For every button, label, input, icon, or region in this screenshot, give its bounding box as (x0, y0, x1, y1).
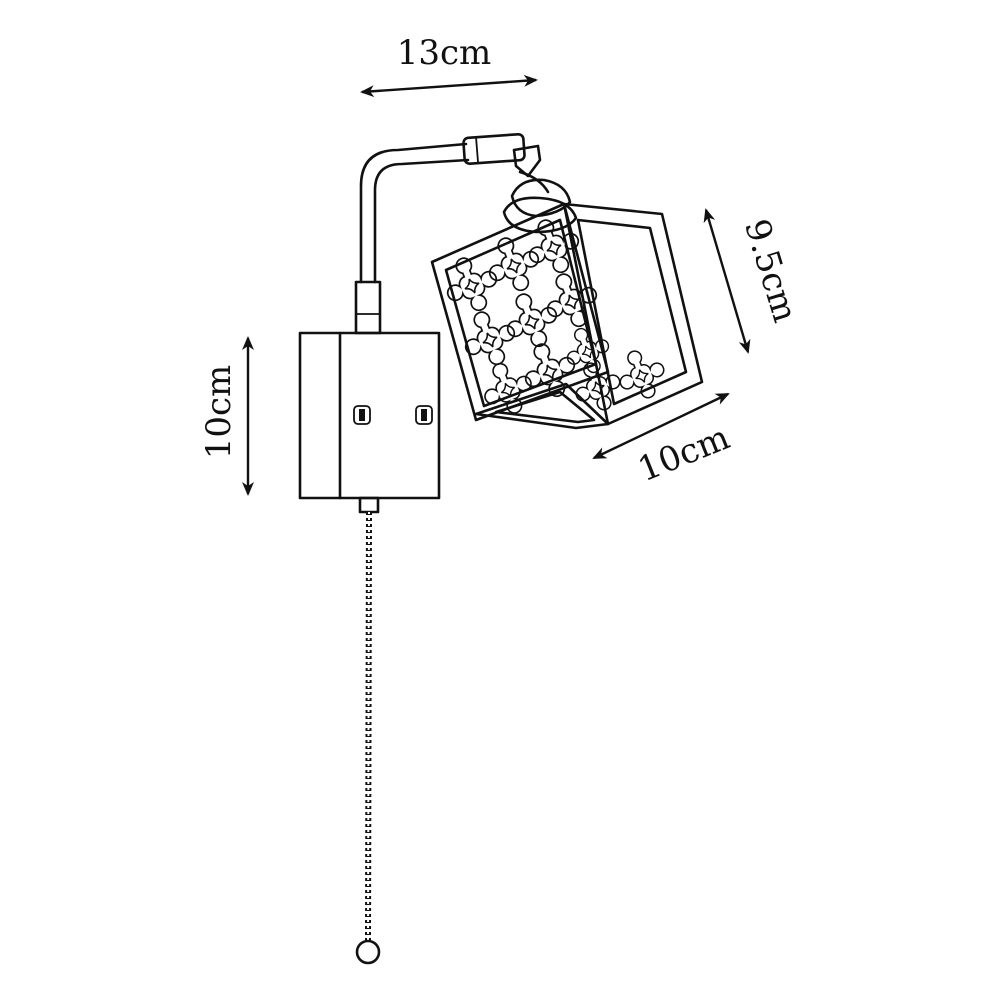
pull-chain-links (365, 511, 372, 941)
shade-height-label: 9.5cm (736, 215, 805, 327)
pull-chain (355, 496, 381, 965)
shade-width-arrow (592, 392, 730, 460)
shade-width-label: 10cm (633, 418, 736, 491)
shade-width-dimension: 10cm (592, 392, 736, 491)
arm-length-label: 13cm (397, 33, 492, 73)
lamp-shade (430, 202, 704, 430)
backplate (298, 331, 441, 500)
shade-height-arrow (703, 208, 751, 354)
lamp-arm (354, 132, 542, 335)
shade-height-dimension: 9.5cm (703, 208, 805, 354)
backplate-screw-left (353, 405, 371, 425)
arm-length-arrow (360, 74, 538, 98)
pull-chain-bead (355, 939, 381, 965)
lamp-socket (502, 170, 578, 234)
arm-length-dimension: 13cm (360, 33, 538, 98)
backplate-height-dimension: 10cm (199, 336, 254, 496)
shade-pattern-front (436, 210, 617, 423)
backplate-height-label: 10cm (199, 365, 239, 460)
backplate-screw-right (415, 405, 433, 425)
